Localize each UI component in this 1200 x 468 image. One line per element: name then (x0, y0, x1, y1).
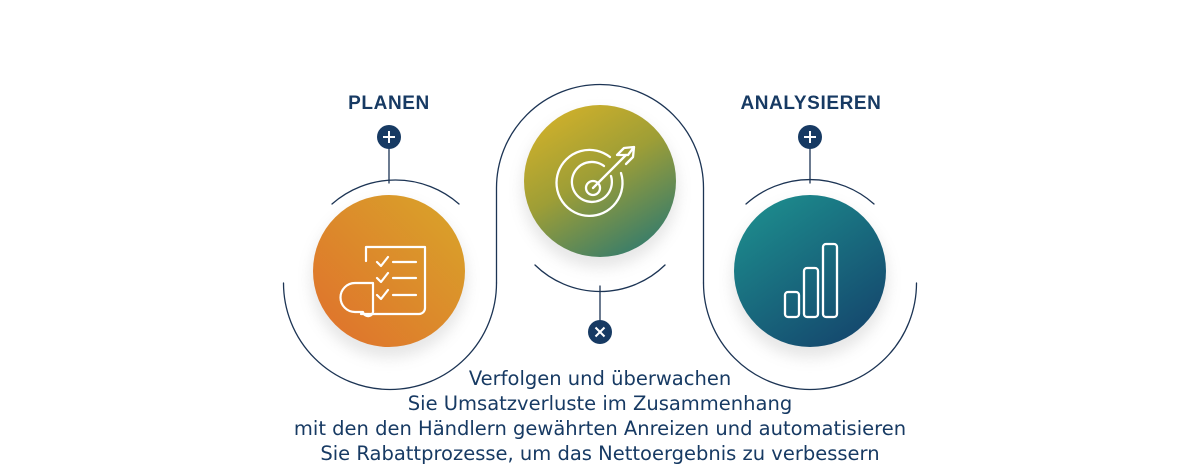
description-line: Sie Rabattprozesse, um das Nettoergebnis… (320, 442, 880, 465)
bar-chart-icon (783, 242, 839, 319)
step-title-planen: PLANEN (348, 93, 430, 114)
close-icon (588, 320, 612, 344)
right-outer-arc (702, 282, 918, 391)
plus-icon-left (377, 125, 401, 149)
description-line: Sie Umsatzverluste im Zusammenhang (407, 392, 793, 415)
description-line: mit den den Händlern gewährten Anreizen … (293, 417, 907, 440)
left-outer-arc (282, 282, 498, 391)
checklist-icon (339, 245, 427, 318)
step-circle-analysieren (734, 195, 886, 347)
step-circle-planen (313, 195, 465, 347)
description: Verfolgen und überwachen Sie Umsatzverlu… (200, 366, 1000, 466)
description-line: Verfolgen und überwachen (468, 367, 732, 390)
middle-outer-arch (495, 83, 705, 284)
step-title-analysieren: ANALYSIEREN (740, 93, 882, 114)
plus-icon-right (798, 125, 822, 149)
target-icon (555, 145, 636, 218)
connector-track (282, 83, 918, 391)
left-inner-arc (331, 179, 460, 205)
